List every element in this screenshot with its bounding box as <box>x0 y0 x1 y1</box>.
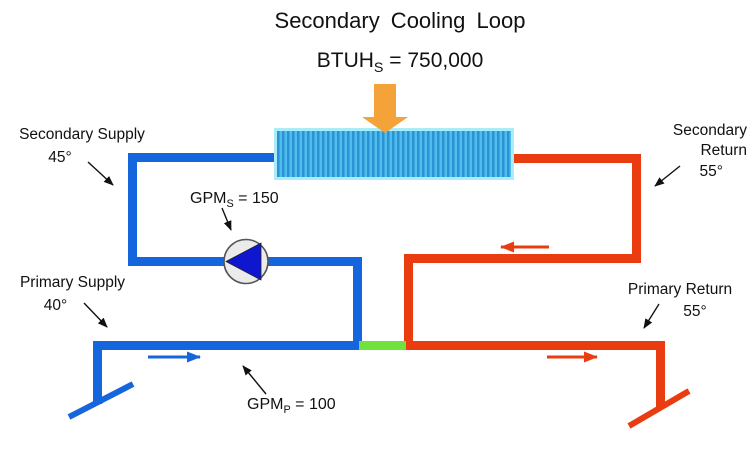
gpm-p-value: = 100 <box>290 396 336 413</box>
primary-return-label: Primary Return 55° <box>590 279 750 323</box>
gpm-p-subscript: P <box>283 404 291 417</box>
secondary-return-line1: Secondary <box>672 122 747 139</box>
gpm-s-value: = 150 <box>233 190 279 207</box>
primary-return-name: Primary Return <box>627 281 733 298</box>
pipe-primary-supply-run <box>93 341 359 350</box>
heat-load-subscript: S <box>373 60 384 77</box>
secondary-supply-temp: 45° <box>48 149 72 166</box>
secondary-return-label: Secondary Return 55° <box>587 121 747 183</box>
secondary-return-line2: Return <box>700 142 747 159</box>
gpm-primary-label: GPMP = 100 <box>247 394 336 421</box>
heat-load-arrow-icon <box>362 84 408 133</box>
secondary-return-temp: 55° <box>699 163 723 180</box>
pipe-primary-supply-stub <box>93 341 102 404</box>
gpm-secondary-label: GPMS = 150 <box>190 188 279 215</box>
pipe-primary-return-stub <box>656 341 665 408</box>
primary-supply-temp: 40° <box>43 297 68 314</box>
secondary-supply-name: Secondary Supply <box>19 126 145 143</box>
gpm-p-prefix: GPM <box>247 396 284 413</box>
pipe-secondary-return-mid-run <box>404 254 641 263</box>
heat-load-rest: = 750,000 <box>383 49 484 72</box>
gpm-s-prefix: GPM <box>190 190 227 207</box>
pipe-secondary-return-top <box>514 154 641 163</box>
secondary-supply-label: Secondary Supply 45° <box>2 124 162 169</box>
pipe-secondary-supply-drop <box>353 257 362 350</box>
heat-load-prefix: BTUH <box>316 49 374 72</box>
pipe-secondary-supply-left-riser <box>128 153 137 266</box>
diagram-title: Secondary Cooling Loop <box>274 8 526 33</box>
heat-exchanger <box>274 128 514 180</box>
primary-return-temp: 55° <box>683 303 707 320</box>
pipe-secondary-supply-pump-run <box>128 257 362 266</box>
heat-exchanger-coil-hatching <box>277 131 511 177</box>
pipe-secondary-return-right-drop <box>632 154 641 263</box>
gpm-p-pointer-arrow <box>242 365 267 395</box>
primary-supply-label: Primary Supply 40° <box>0 272 145 317</box>
heat-load-value: BTUHS = 750,000 <box>200 49 600 76</box>
pipe-secondary-supply-top <box>128 153 274 162</box>
pipe-common-decoupler <box>359 341 406 350</box>
pipe-primary-return-run <box>406 341 664 350</box>
gpm-s-subscript: S <box>226 198 234 211</box>
pipe-secondary-return-drop <box>404 254 413 350</box>
primary-supply-name: Primary Supply <box>19 274 126 291</box>
